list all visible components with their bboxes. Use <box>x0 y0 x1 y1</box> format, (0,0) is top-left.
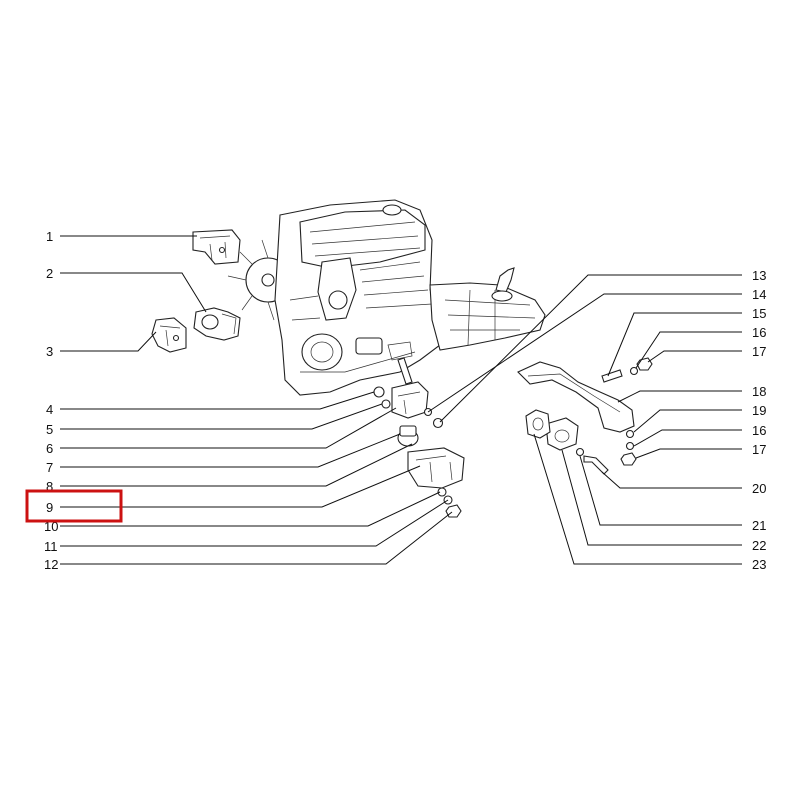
callout-5: 5 <box>46 422 53 437</box>
oil-filler-cap <box>382 204 402 216</box>
part-6-bracket <box>391 381 429 419</box>
callout-19: 19 <box>752 403 766 418</box>
stud <box>397 357 413 385</box>
callout-2: 2 <box>46 266 53 281</box>
callout-12: 12 <box>44 557 58 572</box>
part-23-cushion <box>525 409 551 439</box>
part-15-bolt <box>601 369 623 383</box>
part-10-washer <box>437 487 447 497</box>
carburettor <box>317 257 357 321</box>
callout-1: 1 <box>46 229 53 244</box>
callout-20: 20 <box>752 481 766 496</box>
callout-16-bottom: 16 <box>752 423 766 438</box>
callout-22: 22 <box>752 538 766 553</box>
callout-3: 3 <box>46 344 53 359</box>
callout-23: 23 <box>752 557 766 572</box>
callout-7: 7 <box>46 460 53 475</box>
part-7-cushion <box>397 425 419 447</box>
part-19-washer <box>625 429 635 439</box>
leader-lines <box>60 235 742 565</box>
part-18-cross-member <box>517 361 635 433</box>
callout-9-highlight-box <box>25 489 123 523</box>
callout-10: 10 <box>44 519 58 534</box>
part-1-bracket <box>192 229 241 265</box>
cylinder-head <box>299 209 426 269</box>
part-16-washer-bottom <box>625 441 635 451</box>
callout-17-top: 17 <box>752 344 766 359</box>
callout-8: 8 <box>46 479 53 494</box>
part-3-bracket <box>151 317 187 353</box>
callouts-left: 1 2 3 4 5 6 7 8 9 10 11 12 <box>44 229 58 572</box>
callout-14: 14 <box>752 287 766 302</box>
oil-filter <box>301 333 343 371</box>
part-21-washer <box>575 447 585 457</box>
part-4-nut <box>373 386 385 398</box>
callout-4: 4 <box>46 402 53 417</box>
part-16-washer-top <box>629 366 639 376</box>
callout-17-bottom: 17 <box>752 442 766 457</box>
part-17-nut-bottom <box>620 452 637 466</box>
part-13-nut <box>432 417 444 429</box>
callout-15: 15 <box>752 306 766 321</box>
callout-21: 21 <box>752 518 766 533</box>
part-5-washer <box>381 399 391 409</box>
callout-6: 6 <box>46 441 53 456</box>
callout-13: 13 <box>752 268 766 283</box>
part-20-bolt <box>583 455 609 475</box>
engine-gearbox-illustration <box>227 199 546 396</box>
callout-9: 9 <box>46 500 53 515</box>
callouts-right: 13 14 15 16 17 18 19 16 17 20 21 22 23 <box>752 268 766 572</box>
part-2-cushion <box>193 307 241 341</box>
gear-lever <box>495 267 515 293</box>
callout-16-top: 16 <box>752 325 766 340</box>
part-9-bracket <box>407 447 465 489</box>
callout-11: 11 <box>44 539 58 554</box>
callout-18: 18 <box>752 384 766 399</box>
part-22-bracket <box>545 417 579 451</box>
